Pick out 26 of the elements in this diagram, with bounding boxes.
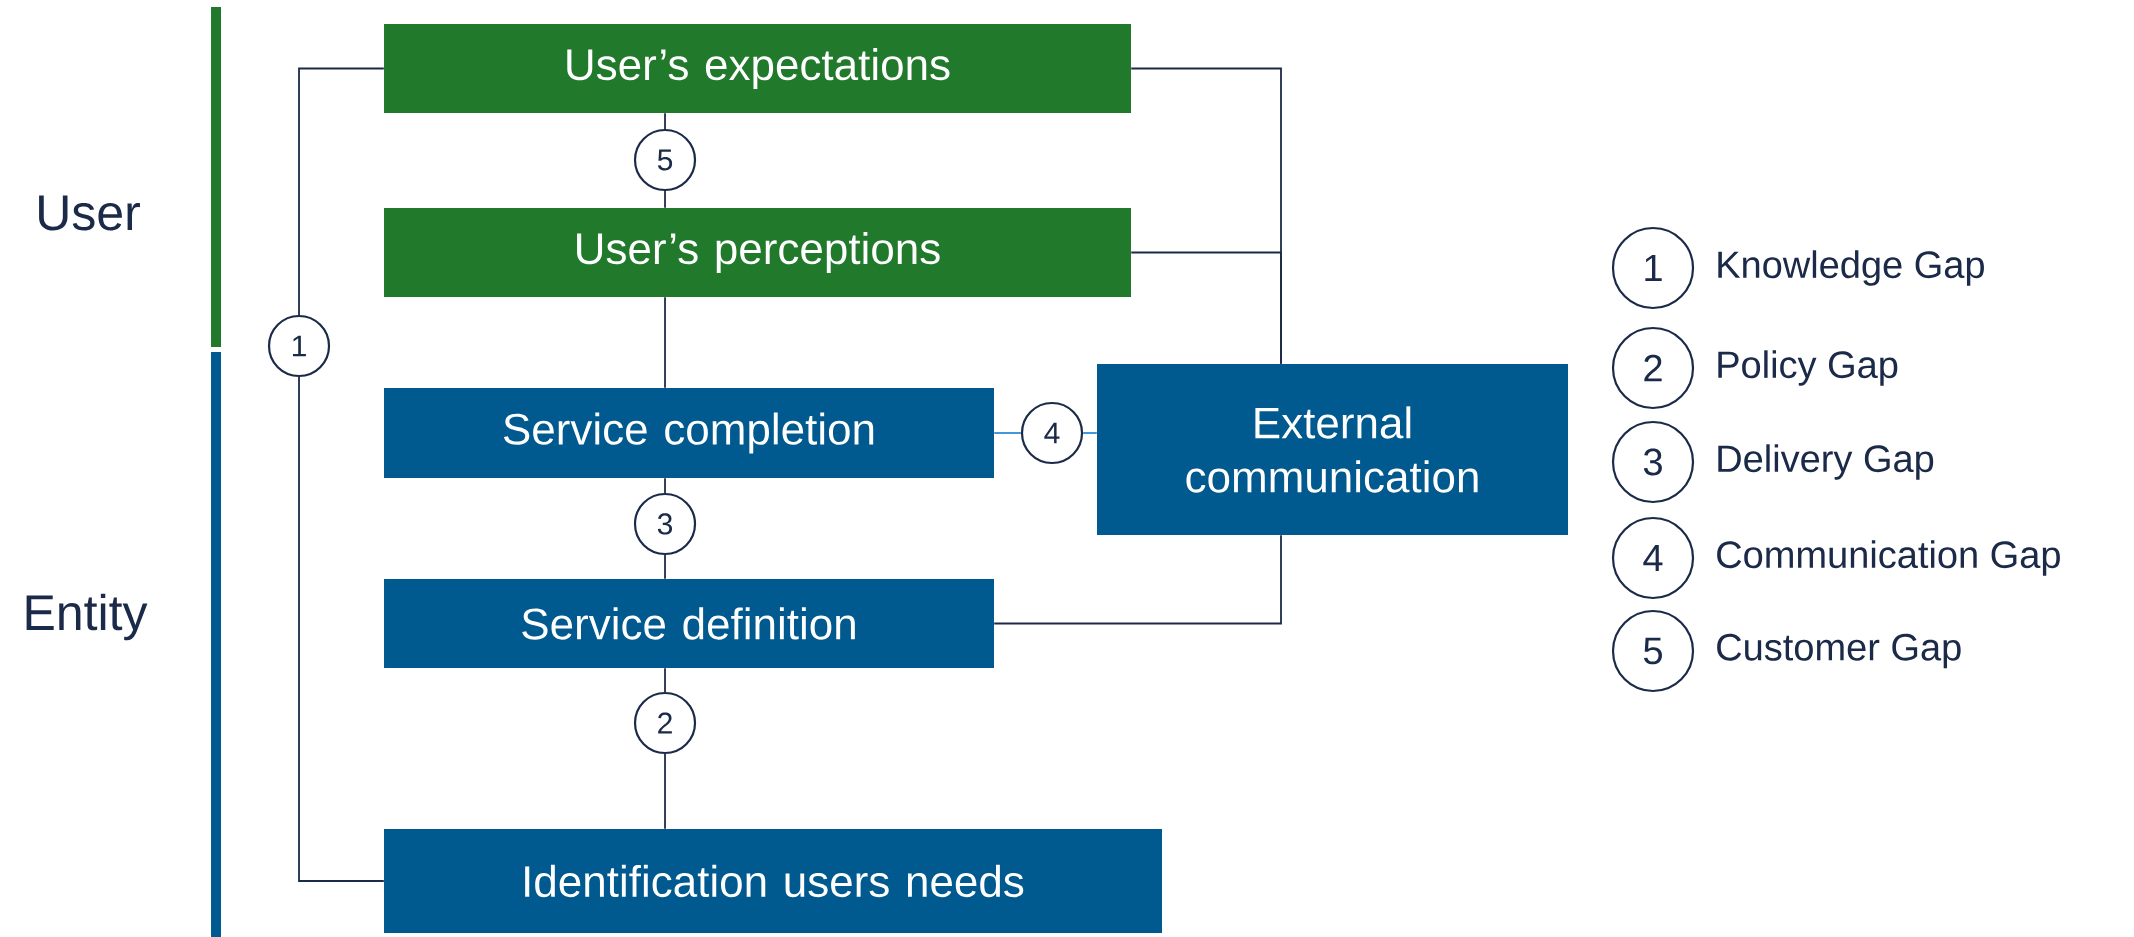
section-label: Entity <box>26 593 148 641</box>
connector-line <box>664 667 666 693</box>
connector-line <box>664 554 666 580</box>
process-box: Service completion <box>384 388 994 478</box>
process-box: Service definition <box>384 579 994 668</box>
connector-line <box>664 190 666 209</box>
process-box: Identification users needs <box>384 829 1162 933</box>
gap-caption: Knowledge Gap <box>1718 250 1984 286</box>
process-box: External communication <box>1097 364 1568 535</box>
gap-caption: Communication Gap <box>1717 540 2060 576</box>
connector-line <box>664 477 666 494</box>
connector-line <box>298 376 385 882</box>
process-box: User’s expectations <box>384 24 1131 113</box>
connector-line <box>1082 432 1098 434</box>
connector-line <box>664 112 666 130</box>
connector-line <box>664 753 666 830</box>
connector-line <box>993 534 1282 625</box>
gap-caption: Customer Gap <box>1717 633 1961 669</box>
connector-line <box>664 296 666 389</box>
gap-caption: Policy Gap <box>1718 350 1898 386</box>
process-box: User’s perceptions <box>384 208 1131 297</box>
connector-line <box>1130 251 1282 365</box>
connector-line <box>298 67 385 316</box>
section-label: User <box>39 195 140 231</box>
gap-caption: Delivery Gap <box>1718 444 1934 480</box>
connector-line <box>993 432 1022 434</box>
